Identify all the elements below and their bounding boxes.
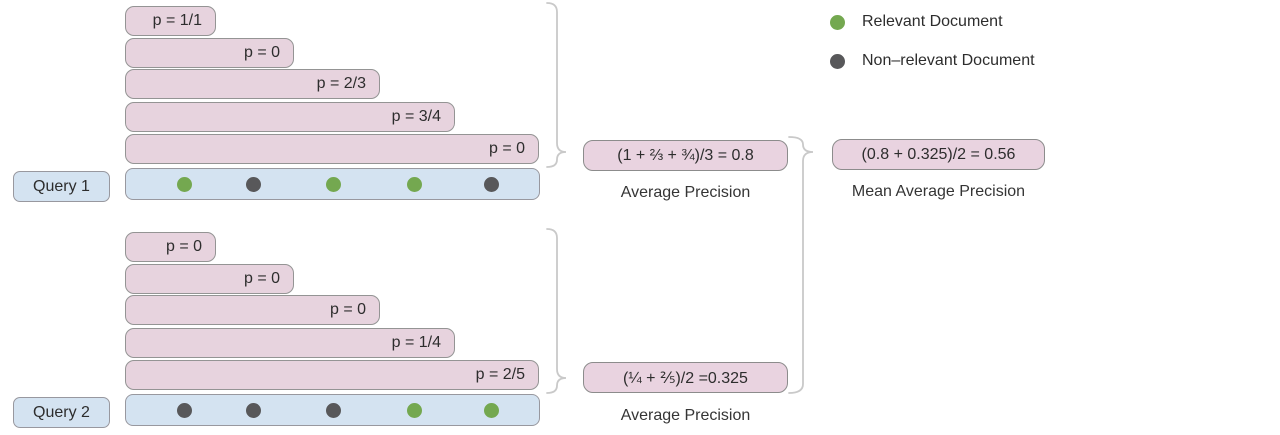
nonrelevant-document-dot-icon <box>325 403 341 418</box>
relevant-document-dot-icon <box>325 177 341 192</box>
query-label: Query 1 <box>13 171 110 202</box>
relevant-document-dot-icon <box>483 403 499 418</box>
precision-bar: p = 0 <box>125 134 539 164</box>
nonrelevant-dot-icon <box>830 53 845 69</box>
precision-bar: p = 1/4 <box>125 328 455 358</box>
map-brace <box>788 136 814 394</box>
nonrelevant-document-dot-icon <box>245 177 261 192</box>
precision-bar: p = 1/1 <box>125 6 216 36</box>
legend-item-nonrelevant: Non–relevant Document <box>830 52 1035 70</box>
document-row <box>125 394 540 426</box>
relevant-document-dot-icon <box>406 177 422 192</box>
nonrelevant-document-dot-icon <box>176 403 192 418</box>
average-precision-formula-box: (¼ + ⅖)/2 =0.325 <box>583 362 788 393</box>
precision-bar: p = 0 <box>125 295 380 325</box>
map-caption: Mean Average Precision <box>851 183 1026 200</box>
legend-label-nonrelevant: Non–relevant Document <box>862 52 1035 69</box>
legend: Relevant Document Non–relevant Document <box>830 13 1035 70</box>
relevant-dot-icon <box>830 14 845 30</box>
legend-label-relevant: Relevant Document <box>862 13 1003 30</box>
legend-item-relevant: Relevant Document <box>830 13 1035 31</box>
average-precision-formula-box: (1 + ⅔ + ¾)/3 = 0.8 <box>583 140 788 171</box>
relevant-document-dot-icon <box>406 403 422 418</box>
precision-bar: p = 2/5 <box>125 360 539 390</box>
nonrelevant-document-dot-icon <box>245 403 261 418</box>
map-formula-box: (0.8 + 0.325)/2 = 0.56 <box>832 139 1045 170</box>
precision-bar: p = 2/3 <box>125 69 380 99</box>
relevant-document-dot-icon <box>176 177 192 192</box>
average-precision-caption: Average Precision <box>620 407 751 424</box>
document-row <box>125 168 540 200</box>
precision-bar: p = 3/4 <box>125 102 455 132</box>
query-2-brace <box>546 228 567 394</box>
query-label: Query 2 <box>13 397 110 428</box>
precision-bar: p = 0 <box>125 232 216 262</box>
precision-bar: p = 0 <box>125 264 294 294</box>
nonrelevant-document-dot-icon <box>483 177 499 192</box>
query-1-brace <box>546 2 567 168</box>
precision-bar: p = 0 <box>125 38 294 68</box>
average-precision-caption: Average Precision <box>620 184 751 201</box>
